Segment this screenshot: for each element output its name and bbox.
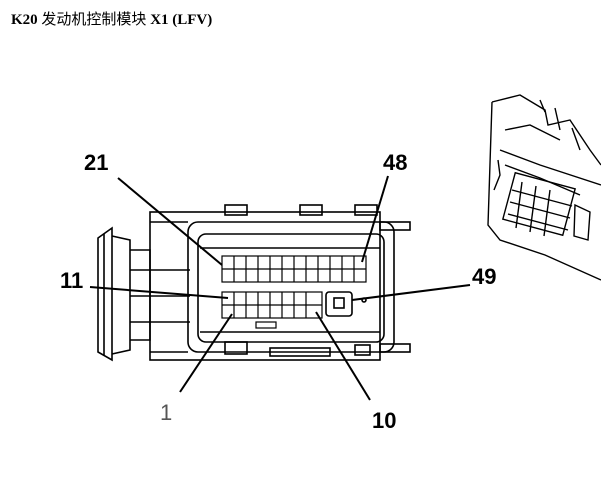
connector-housing	[149, 204, 411, 361]
pin-label-21: 21	[84, 150, 108, 175]
pin-row-bottom	[221, 291, 323, 329]
pin-49-cavity	[325, 291, 367, 317]
pin-row-top	[221, 255, 367, 283]
pin-label-49: 49	[472, 264, 496, 289]
leader-lines	[89, 175, 471, 401]
pin-label-1: 1	[160, 400, 172, 425]
connector-3d-view	[487, 94, 601, 281]
title-connector: X1 (LFV)	[150, 12, 213, 28]
diagram-title: K20 发动机控制模块 X1 (LFV)	[11, 8, 212, 29]
title-name: 发动机控制模块	[37, 12, 151, 28]
title-code: K20	[11, 12, 38, 28]
pin-label-10: 10	[372, 408, 396, 433]
pin-label-11: 11	[60, 268, 83, 293]
pin-label-48: 48	[383, 150, 407, 175]
